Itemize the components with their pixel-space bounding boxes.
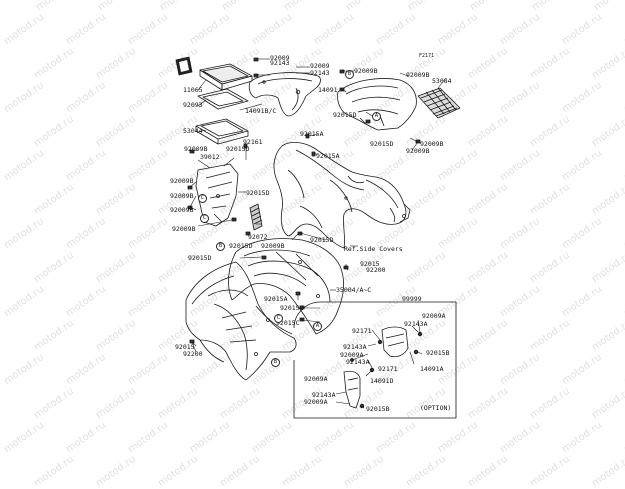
part-label: 92015D — [229, 242, 253, 250]
callout-c: C — [274, 314, 283, 323]
part-label: 53044 — [183, 127, 203, 135]
part-label: 92009B — [170, 206, 194, 214]
part-label: 92015D — [333, 111, 357, 119]
inner-fender-35004 — [228, 238, 344, 335]
part-label: 92009A — [340, 351, 364, 359]
part-label: Ref.Side Covers — [344, 245, 403, 253]
option-box — [293, 301, 457, 419]
part-label: 92143A — [346, 358, 370, 366]
part-label: 92161 — [243, 138, 263, 146]
part-label: 92015C — [280, 304, 304, 312]
leader-lines — [189, 58, 447, 409]
part-label: 92009A — [304, 375, 328, 383]
part-label: 92009B — [184, 145, 208, 153]
callout-b: B — [345, 70, 354, 79]
part-label: 92093 — [183, 101, 203, 109]
part-label: 92009B — [170, 177, 194, 185]
part-label: 92015A — [316, 152, 340, 160]
callout-a: A — [372, 112, 381, 121]
part-label: 92143A — [312, 391, 336, 399]
front-fender-body — [273, 142, 411, 249]
part-label: 92009A — [304, 398, 328, 406]
part-label: 92015A — [264, 295, 288, 303]
emblem-part — [175, 56, 193, 76]
part-label: 92015A — [300, 130, 324, 138]
part-label: 92009B — [406, 147, 430, 155]
part-label: 92200 — [183, 350, 203, 358]
part-label: 92015 — [360, 260, 380, 268]
part-label: 92015D — [310, 236, 334, 244]
callout-a: A — [313, 322, 322, 331]
part-label: 92143 — [310, 69, 330, 77]
figure-code: F2171 — [419, 53, 435, 59]
part-label: 14091B/C — [245, 107, 277, 115]
part-label: 92143A — [404, 320, 428, 328]
callout-c: C — [200, 214, 209, 223]
part-label: 92072 — [248, 233, 268, 241]
part-label: 92009 — [310, 62, 330, 70]
part-label: 92171 — [378, 365, 398, 373]
callout-b: B — [271, 358, 280, 367]
part-label: 92171 — [352, 327, 372, 335]
part-label: 39012 — [200, 153, 220, 161]
part-label: 92009B — [354, 67, 378, 75]
part-label: 92015D — [226, 145, 250, 153]
part-label: 92009A — [422, 312, 446, 320]
part-label: 92143 — [270, 59, 290, 67]
part-label: 92015 — [175, 343, 195, 351]
part-label: 92009B — [172, 225, 196, 233]
part-label: 99999 — [402, 295, 422, 303]
part-label: 92015C — [276, 319, 300, 327]
part-label: 53084 — [432, 77, 452, 85]
part-label: 92015D — [370, 140, 394, 148]
pad-11065 — [199, 63, 253, 91]
part-label: 92200 — [366, 266, 386, 274]
part-label: 92009 — [270, 54, 290, 62]
part-label: 92015B — [366, 405, 390, 413]
part-label: 92015B — [426, 349, 450, 357]
callout-c: C — [198, 194, 207, 203]
grille-53084 — [417, 87, 461, 119]
mesh-92072 — [249, 203, 263, 231]
frame-53044 — [195, 118, 249, 145]
part-label: 92143A — [343, 343, 367, 351]
part-label: 92009B — [261, 242, 285, 250]
callout-b: B — [216, 242, 225, 251]
part-label: 14091D — [370, 377, 394, 385]
part-label: 35004/A~C — [336, 286, 372, 294]
option-parts — [343, 326, 423, 409]
part-label: 14091 — [318, 86, 338, 94]
part-label: 11065 — [183, 86, 203, 94]
cover-14091 — [337, 78, 417, 131]
option-label: (OPTION) — [420, 404, 452, 412]
part-label: 92015D — [246, 189, 270, 197]
part-label: 92009B — [406, 71, 430, 79]
gasket-92093 — [197, 88, 249, 110]
part-label: 92015D — [188, 254, 212, 262]
front-fender-large — [185, 261, 297, 381]
part-label: 14091A — [420, 365, 444, 373]
cover-14091bc — [248, 72, 321, 117]
part-label: 92009B — [170, 192, 194, 200]
part-label: 92009B — [420, 140, 444, 148]
